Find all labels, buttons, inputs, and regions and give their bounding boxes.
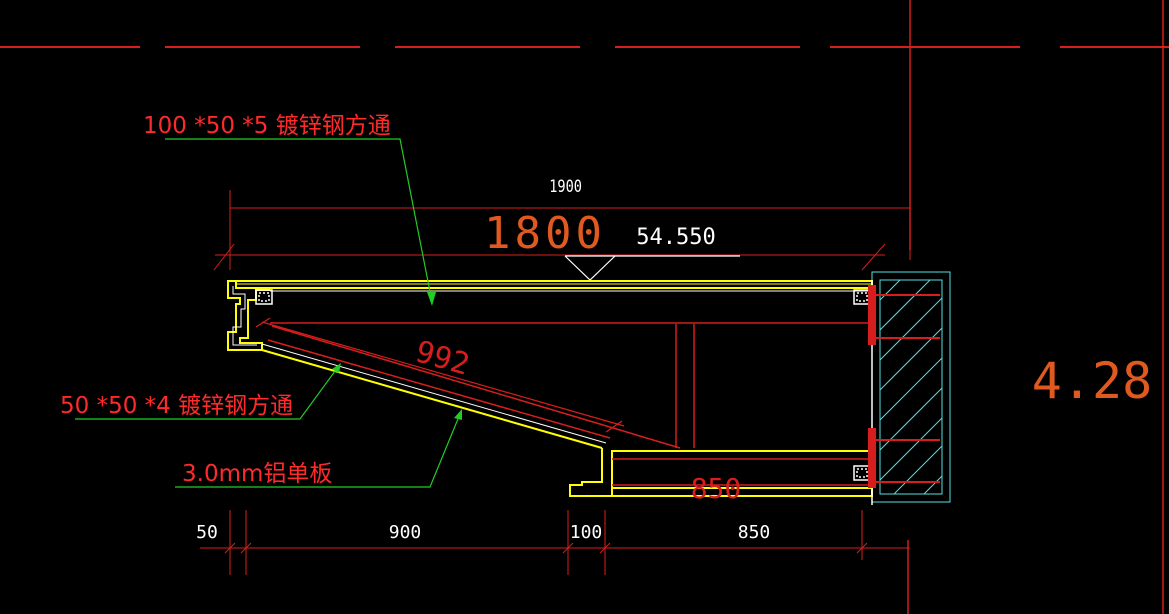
dim-850-text: 850 xyxy=(738,522,771,543)
elevation-text: 54.550 xyxy=(636,225,715,250)
wall-column xyxy=(868,271,951,505)
callout-top-text: 100 *50 *5 镀锌钢方通 xyxy=(143,113,391,139)
top-beam xyxy=(235,280,873,324)
vertical-grid-lines xyxy=(907,0,1164,614)
dim-992-text: 992 xyxy=(412,334,474,383)
dim-992-line xyxy=(255,317,625,433)
dim-100-text: 100 xyxy=(570,522,603,543)
dim-850-inner-text: 850 xyxy=(691,472,742,505)
dim-1800-text: 1800 xyxy=(484,208,606,259)
right-big-number: 4.28 xyxy=(1032,352,1152,410)
callout-low-text: 3.0mm铝单板 xyxy=(182,461,332,487)
leader-arrows xyxy=(332,292,462,420)
dim-50-text: 50 xyxy=(196,522,218,543)
diagonal-soffit xyxy=(261,339,611,449)
dim-1900-text: 1900 xyxy=(549,177,582,197)
callout-leaders xyxy=(75,138,461,488)
structure-diagonal xyxy=(271,324,695,449)
callout-mid-text: 50 *50 *4 镀锌钢方通 xyxy=(60,393,293,419)
left-c-profile xyxy=(227,280,270,351)
dimension-1900 xyxy=(229,190,911,270)
dimension-1800 xyxy=(213,243,886,271)
square-tube-right-bottom xyxy=(853,465,871,481)
square-tube-right-top xyxy=(853,289,871,305)
bottom-dimensions xyxy=(200,510,910,575)
dim-900-text: 900 xyxy=(389,522,422,543)
left-c-profile-inner xyxy=(232,286,257,346)
bottom-beam-inner xyxy=(612,458,872,486)
elevation-marker xyxy=(564,255,740,281)
square-tube-left xyxy=(255,289,273,305)
